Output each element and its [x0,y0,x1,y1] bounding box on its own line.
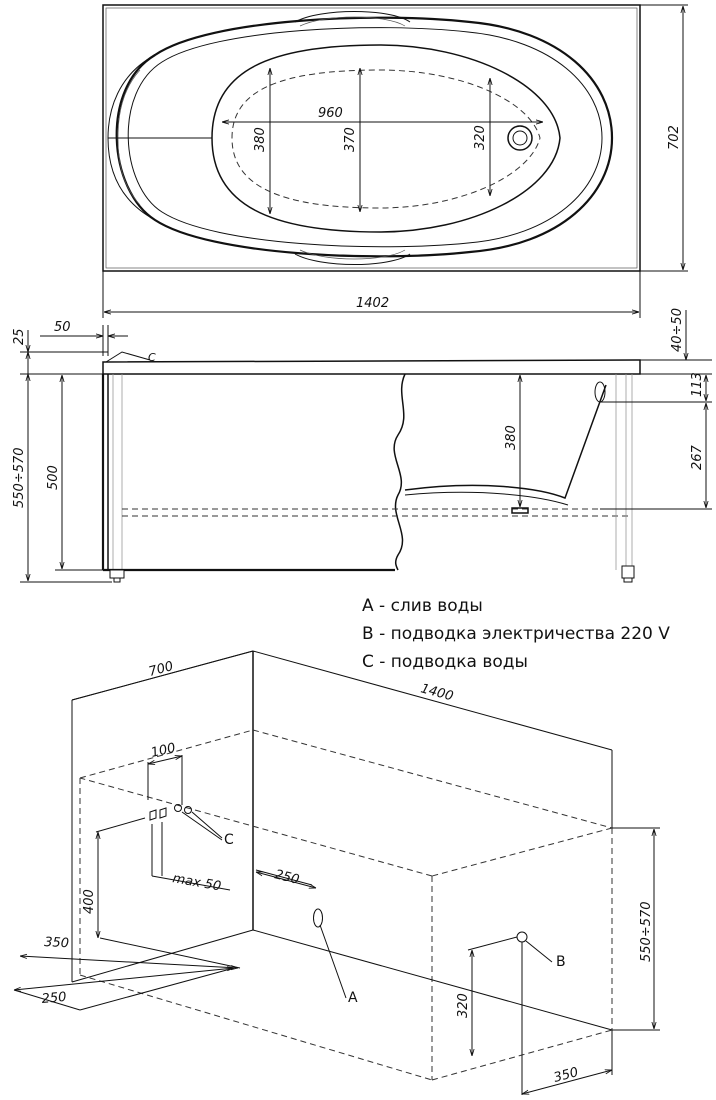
dim-top-depth-right: 320 [473,125,488,150]
legend-c: C - подводка воды [362,652,528,672]
dim-top-depth-center: 370 [343,127,358,152]
dim-side-panel-height: 500 [46,465,61,490]
dim-iso-elec-height: 320 [456,993,471,1018]
dim-iso-pipe-height: 400 [82,889,97,914]
dim-iso-elec-offset: 350 [552,1065,580,1086]
dim-iso-width: 700 [147,659,175,680]
top-view: 960 380 370 320 702 1402 [102,4,688,318]
dim-iso-floor-350: 350 [44,935,70,951]
dim-iso-total-height: 550÷570 [639,901,654,962]
dim-side-bowl-depth: 380 [504,425,519,450]
dim-top-length: 1402 [356,296,389,311]
side-view: C 25 550÷570 500 [12,308,712,583]
dim-side-overflow-height: 267 [690,444,705,470]
legend-b: B - подводка электричества 220 V [362,624,670,644]
dim-side-rim-offset: 50 [54,320,71,335]
dim-iso-drain-offset: 250 [273,867,301,888]
dim-iso-floor-250: 250 [41,990,67,1007]
dim-side-overflow-top: 113 [690,372,705,397]
marker-c-side: C [148,351,156,364]
isometric-view: 700 1400 100 C max 50 400 350 250 250 [14,650,660,1095]
dim-side-leg-adjust: 40÷50 [670,308,685,352]
dim-iso-pipe-max: max 50 [171,871,222,894]
legend-a: A - слив воды [362,596,483,616]
marker-b: B [556,954,566,970]
legend: A - слив воды B - подводка электричества… [362,596,670,672]
dim-iso-length: 1400 [419,681,455,704]
dim-side-rim-height: 25 [12,328,27,345]
marker-a: A [348,990,358,1006]
dim-top-inner-length: 960 [318,106,343,121]
marker-c: C [224,832,234,848]
dim-top-depth-left: 380 [253,127,268,152]
dim-top-width: 702 [667,125,682,150]
dim-iso-pipe-spacing: 100 [150,741,178,761]
dim-side-total-height: 550÷570 [12,447,27,508]
